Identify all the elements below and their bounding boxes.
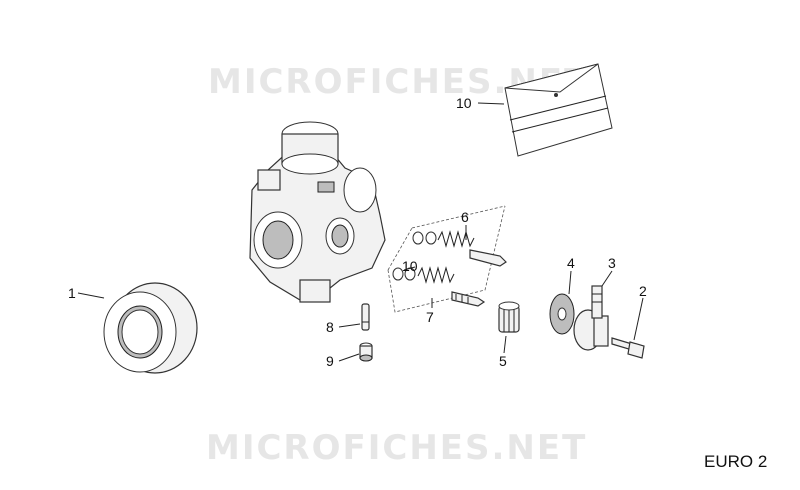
- callout-8: 8: [326, 319, 334, 335]
- callout-4: 4: [567, 255, 575, 271]
- part-bolt: [611, 337, 645, 359]
- callout-5: 5: [499, 353, 507, 369]
- callout-9: 9: [326, 353, 334, 369]
- part-mixture-screw-set: [392, 266, 486, 307]
- part-idle-needle-set: [412, 230, 507, 267]
- variant-label: EURO 2: [704, 452, 768, 471]
- carburetor-body: [249, 121, 386, 303]
- part-intake-ring: [103, 282, 198, 374]
- part-washer-disc: [549, 293, 575, 335]
- callout-1: 1: [68, 285, 76, 301]
- part-gear-nut: [498, 301, 520, 333]
- part-hose-fitting: [573, 285, 609, 351]
- part-fitting: [359, 342, 373, 362]
- callout-10-top: 10: [456, 95, 472, 111]
- callout-10-lower: 10: [402, 258, 418, 274]
- watermark-bottom: MICROFICHES.NET: [206, 428, 588, 468]
- callout-7: 7: [426, 309, 434, 325]
- callout-6: 6: [461, 209, 469, 225]
- callout-3: 3: [608, 255, 616, 271]
- callout-2: 2: [639, 283, 647, 299]
- part-jet: [361, 303, 370, 331]
- part-bag: [504, 63, 613, 157]
